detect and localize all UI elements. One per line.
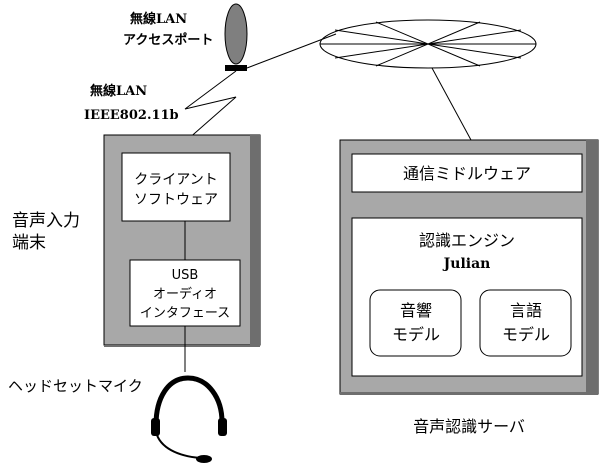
acoustic-model-line1: 音響 (400, 301, 432, 320)
server-caption: 音声認識サーバ (413, 417, 525, 436)
headset-microphone-icon (151, 375, 227, 463)
acoustic-model-box: 音響 モデル (369, 289, 462, 357)
wireless-label-line1: 無線LAN (90, 83, 147, 99)
client-software-line1: クライアント (134, 172, 217, 188)
wireless-label-line2: IEEE802.11b (84, 108, 179, 123)
middleware-box: 通信ミドルウェア (351, 153, 583, 193)
access-point-antenna-icon (224, 3, 248, 71)
client-software-box: クライアント ソフトウェア (121, 152, 231, 222)
usb-line2: オーディオ (153, 286, 217, 302)
language-model-line1: 言語 (510, 301, 542, 320)
client-software-line2: ソフトウェア (134, 192, 218, 208)
language-model-box: 言語 モデル (479, 289, 572, 357)
terminal-title-line2: 端末 (12, 233, 46, 253)
middleware-label: 通信ミドルウェア (403, 164, 531, 183)
usb-line1: USB (172, 268, 199, 283)
engine-label-line2: Julian (442, 256, 491, 272)
terminal-title-line1: 音声入力 (12, 211, 80, 231)
ap-label-line2: アクセスポート (123, 32, 213, 48)
usb-audio-interface-box: USB オーディオ インタフェース (129, 259, 241, 327)
ap-label-line1: 無線LAN (130, 11, 187, 27)
hub-to-server-link (431, 67, 472, 141)
engine-label-line1: 認識エンジン (419, 231, 515, 250)
usb-line3: インタフェース (140, 306, 230, 321)
language-model-line2: モデル (502, 325, 550, 344)
headset-label: ヘッドセットマイク (8, 377, 143, 395)
wireless-link-zigzag (184, 70, 237, 141)
network-hub (319, 19, 537, 69)
acoustic-model-line2: モデル (392, 325, 440, 344)
ap-to-hub-link (246, 33, 337, 69)
